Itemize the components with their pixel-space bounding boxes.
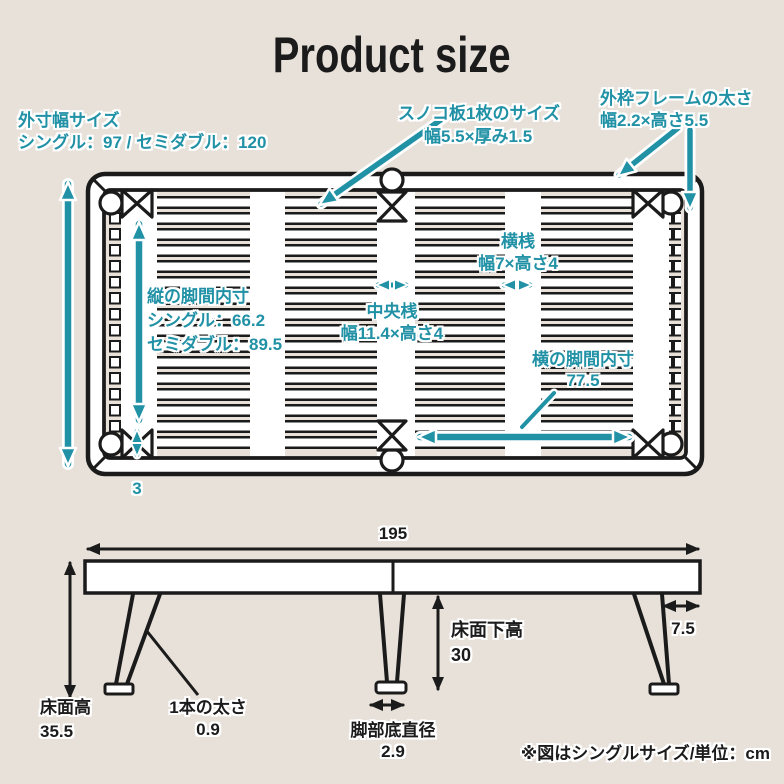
label-outer-frame-line1: 外枠フレームの太さ [600, 89, 753, 108]
label-horizontal-leg-span: 横の脚間内寸 77.5 [532, 349, 634, 391]
cross-rail-left [250, 192, 285, 456]
left-leg-back [125, 592, 162, 686]
top-view-diagram [58, 106, 705, 477]
label-slat-board-line1: スノコ板1枚のサイズ [398, 104, 560, 123]
label-under-bed-height-line1: 床面下高 [451, 620, 523, 640]
slat-sections [109, 196, 681, 452]
label-cross-rail-line2: 幅7×高さ4 [478, 254, 558, 273]
leg-icon-top-left [98, 188, 154, 219]
slat-section-2 [285, 196, 377, 452]
page-title-text: Product size [273, 27, 511, 83]
label-outer-width-line1: 外寸幅サイズ [18, 111, 120, 130]
label-foot-diameter: 脚部底直径 2.9 [351, 720, 436, 762]
center-leg-back [395, 592, 406, 684]
label-vertical-leg-span-line2: シングル：66.2 [147, 311, 266, 330]
top-view-dimension-arrows [58, 106, 700, 470]
arrow-slat-board-pointer [315, 106, 458, 210]
label-outer-width-line2: シングル：97 / セミダブル：120 [18, 133, 267, 152]
label-horizontal-leg-span-line1: 横の脚間内寸 [532, 350, 634, 369]
leg-icon-top-center [376, 167, 408, 223]
arrow-outer-frame-top [613, 122, 684, 181]
label-floor-height-line2: 35.5 [40, 722, 74, 741]
pointer-leg-thickness [144, 629, 200, 696]
label-under-bed-height: 床面下高 30 [451, 618, 523, 668]
left-foot [103, 682, 135, 696]
label-leg-thickness-line2: 0.9 [196, 720, 220, 739]
right-leg-back [632, 592, 666, 686]
leg-icon-bottom-center [376, 419, 408, 473]
label-center-rail-line1: 中央桟 [366, 302, 418, 321]
label-cross-rail-line1: 横桟 [501, 232, 535, 251]
label-center-rail: 中央桟 幅11.4×高さ4 [341, 301, 444, 345]
label-center-rail-line2: 幅11.4×高さ4 [340, 324, 444, 343]
right-leg-rail [633, 192, 669, 456]
leg-icon-top-right [631, 188, 684, 219]
slat-end-tabs-left [109, 196, 121, 452]
center-leg-front [378, 592, 389, 684]
label-vertical-leg-span-line1: 縦の脚間内寸 [147, 287, 249, 306]
slat-section-4 [541, 196, 633, 452]
slat-section-3 [415, 196, 505, 452]
label-leg-thickness-line1: 1本の太さ [169, 698, 247, 717]
left-leg-front [114, 592, 135, 686]
label-vertical-leg-span-line3: セミダブル：89.5 [147, 335, 283, 354]
slat-end-tabs-right [669, 196, 681, 452]
center-rail [377, 192, 415, 456]
pointer-horizontal-leg-span [517, 388, 559, 432]
right-foot [648, 682, 680, 696]
right-leg-front [660, 592, 671, 686]
side-view-feet [103, 680, 680, 696]
page-title: Product size [0, 26, 784, 84]
slat-section-1 [157, 196, 250, 452]
label-floor-height: 床面高 35.5 [40, 696, 91, 744]
label-leg-thickness: 1本の太さ 0.9 [169, 697, 246, 741]
label-outer-width: 外寸幅サイズ シングル：97 / セミダブル：120 [18, 110, 266, 154]
center-foot [374, 680, 408, 695]
label-floor-height-line1: 床面高 [40, 698, 91, 717]
side-view-diagram [64, 543, 702, 711]
label-slat-board-line2: 幅5.5×厚み1.5 [424, 127, 533, 146]
label-cross-rail: 横桟 幅7×高さ4 [478, 231, 558, 275]
label-leg-inset: 7.5 [671, 619, 695, 638]
label-total-length: 195 [378, 524, 408, 543]
label-horizontal-leg-span-line2: 77.5 [566, 371, 600, 390]
label-vertical-leg-span: 縦の脚間内寸 シングル：66.2 セミダブル：89.5 [147, 285, 282, 357]
label-foot-diameter-line2: 2.9 [381, 742, 405, 761]
label-outer-frame-line2: 幅2.2×高さ5.5 [600, 111, 709, 130]
side-view-legs [114, 592, 671, 686]
unit-note: ※図はシングルサイズ/単位：cm [520, 744, 770, 763]
label-leg-edge-offset: 3 [132, 479, 142, 498]
label-foot-diameter-line1: 脚部底直径 [350, 721, 436, 740]
leg-icon-bottom-right [631, 428, 684, 460]
label-under-bed-height-line2: 30 [451, 645, 472, 665]
